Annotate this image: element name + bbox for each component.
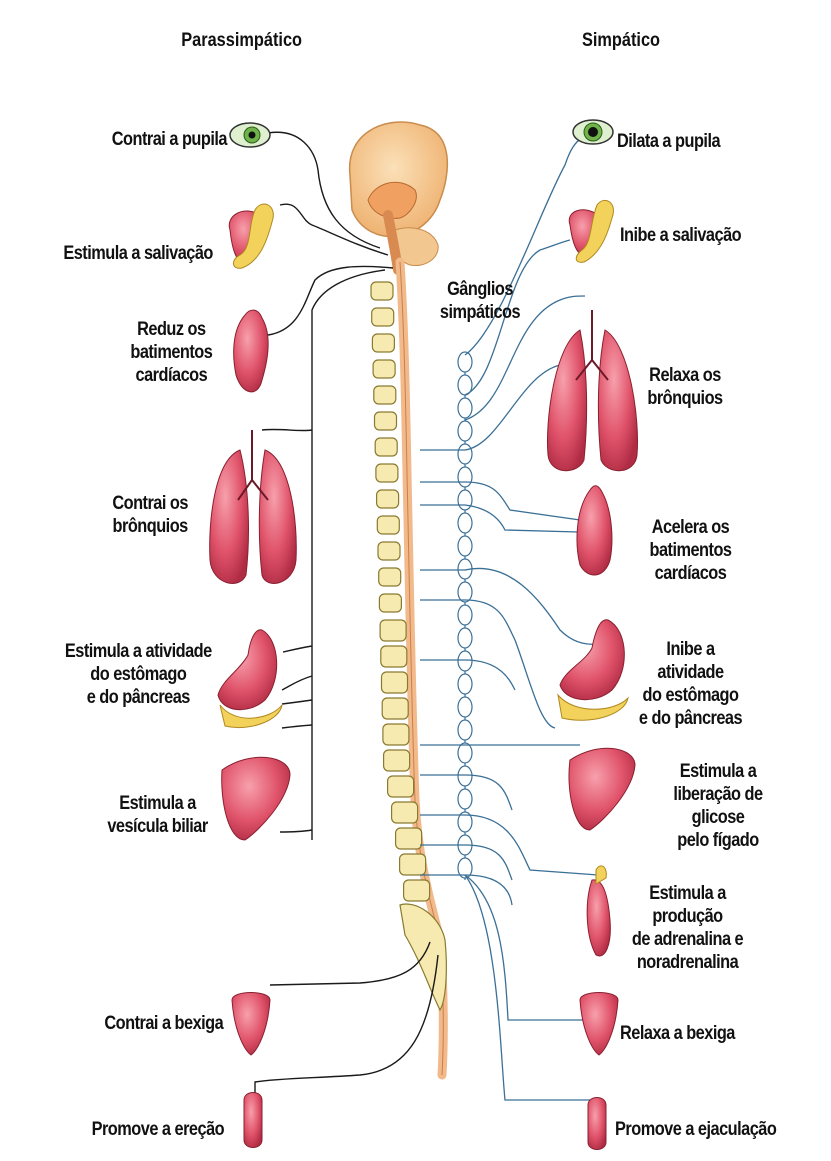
lungs-icon [547, 310, 638, 472]
vertebra [374, 437, 398, 457]
parasympathetic-effect-label: Promove a ereção [91, 1119, 224, 1140]
sympathetic-ganglion [457, 512, 473, 534]
parasympathetic-nerves [254, 131, 439, 1105]
brain [349, 121, 449, 275]
sympathetic-ganglion [457, 765, 473, 787]
vertebra [378, 567, 402, 587]
heart-icon [576, 485, 613, 576]
genitals-icon [587, 1097, 607, 1150]
vertebra [387, 775, 415, 798]
sympathetic-ganglion [457, 673, 473, 695]
parasympathetic-effect-label: Estimula a salivação [63, 243, 213, 264]
salivary-gland-icon [568, 200, 614, 263]
liver-icon [221, 756, 291, 841]
sympathetic-effect-label: Dilata a pupila [617, 131, 721, 152]
heart-icon [233, 309, 269, 393]
vertebra [403, 879, 431, 902]
parasympathetic-effect-label: Contrai os brônquios [112, 493, 188, 537]
sympathetic-ganglion [457, 604, 473, 626]
vertebra [395, 827, 423, 850]
stomach-pancreas-icon [217, 629, 283, 728]
sympathetic-ganglion [457, 443, 473, 465]
vertebra [380, 645, 408, 668]
sympathetic-effect-label: Inibe a atividade do estômago e do pâncr… [638, 639, 743, 729]
parasympathetic-effect-label: Estimula a vesícula biliar [107, 793, 209, 837]
sympathetic-effect-label: Acelera os batimentos cardíacos [649, 517, 732, 584]
parasympathetic-effect-label: Contrai a bexiga [104, 1013, 223, 1034]
sympathetic-ganglion [457, 857, 473, 879]
sympathetic-ganglion [457, 489, 473, 511]
vertebra [373, 411, 398, 431]
sympathetic-ganglion [457, 650, 473, 672]
vertebra [379, 619, 407, 642]
vertebra [371, 333, 395, 353]
sympathetic-ganglion [457, 627, 473, 649]
vertebra [380, 671, 409, 694]
stomach-pancreas-icon [557, 619, 629, 721]
parasympathetic-header: Parassimpático [181, 30, 303, 51]
vertebra [373, 385, 397, 405]
sympathetic-ganglion [457, 742, 473, 764]
vertebra [382, 723, 410, 746]
vertebra [383, 749, 411, 772]
sympathetic-ganglion [457, 719, 473, 741]
bladder-icon [579, 992, 619, 1056]
vertebra [399, 853, 427, 876]
eye-icon [572, 119, 614, 145]
sympathetic-ganglion [457, 420, 473, 442]
vertebra [381, 697, 409, 720]
adrenal-kidney-icon [586, 865, 611, 957]
sympathetic-effect-label: Relaxa a bexiga [620, 1023, 735, 1044]
sympathetic-ganglion [457, 466, 473, 488]
vertebra [370, 281, 394, 301]
parasympathetic-effect-label: Reduz os batimentos cardíacos [129, 319, 213, 386]
vertebra [376, 489, 400, 509]
sympathetic-effect-label: Estimula a produção de adrenalina e nora… [631, 883, 744, 973]
vertebra [391, 801, 419, 824]
sympathetic-effect-label: Estimula a liberação de glicose pelo fíg… [673, 761, 763, 851]
sympathetic-effect-label: Relaxa os brônquios [647, 365, 723, 409]
sympathetic-ganglia-chain [457, 351, 473, 880]
liver-icon [568, 747, 636, 831]
sympathetic-effect-label: Inibe a salivação [620, 225, 742, 246]
vertebral-column [370, 281, 447, 1012]
vertebra [372, 359, 396, 379]
sympathetic-ganglion [457, 811, 473, 833]
genitals-icon [243, 1092, 263, 1148]
lungs-icon [209, 430, 297, 584]
sympathetic-effect-label: Promove a ejaculação [615, 1119, 777, 1140]
salivary-gland-icon [228, 203, 274, 269]
sympathetic-ganglion [457, 351, 473, 373]
eye-icon [229, 122, 271, 148]
sympathetic-header: Simpático [581, 30, 661, 51]
vertebra [376, 515, 400, 535]
vertebra [371, 307, 395, 327]
vertebra [375, 463, 399, 483]
ganglia-label: Gânglios simpáticos [439, 279, 521, 323]
vertebra [378, 593, 402, 613]
sympathetic-ganglion [457, 788, 473, 810]
sympathetic-ganglion [457, 535, 473, 557]
sympathetic-ganglion [457, 696, 473, 718]
parasympathetic-effect-label: Estimula a atividade do estômago e do pâ… [65, 641, 212, 708]
sympathetic-nerves [420, 137, 601, 1101]
sympathetic-ganglion [457, 397, 473, 419]
vertebra [377, 541, 401, 561]
bladder-icon [231, 992, 271, 1056]
sympathetic-ganglion [457, 581, 473, 603]
parasympathetic-effect-label: Contrai a pupila [111, 129, 228, 150]
